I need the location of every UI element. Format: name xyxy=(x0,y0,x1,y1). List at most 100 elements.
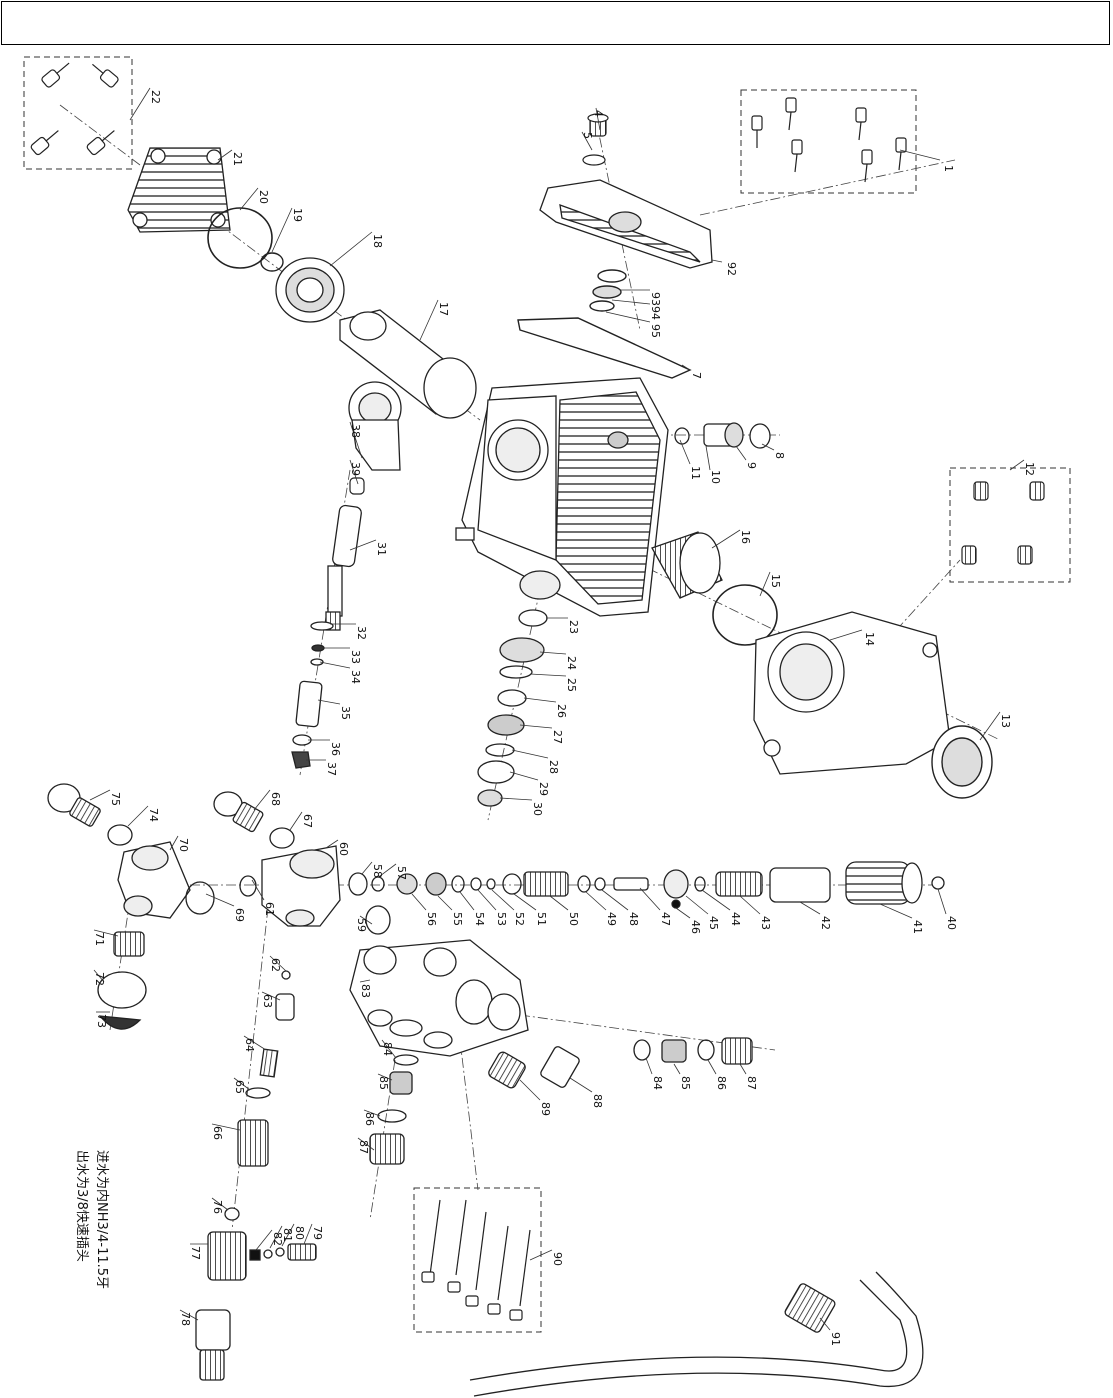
part-label-44: 44 xyxy=(729,912,742,926)
crankshaft-17 xyxy=(339,309,477,419)
part-label-19: 19 xyxy=(291,208,304,222)
part-label-13: 13 xyxy=(999,714,1012,728)
part-label-4: 4 xyxy=(592,110,605,117)
part-label-17: 17 xyxy=(437,302,450,316)
part-label-66: 66 xyxy=(211,1126,224,1140)
part-label-20: 20 xyxy=(257,190,270,204)
part-label-40: 40 xyxy=(945,916,958,930)
hose-91 xyxy=(469,1271,924,1397)
part-label-29: 29 xyxy=(537,782,550,796)
part-label-7: 7 xyxy=(690,372,703,379)
part-label-53: 53 xyxy=(495,912,508,926)
part-label-54: 54 xyxy=(473,912,486,926)
gasket-7 xyxy=(517,317,692,379)
part-label-87: 87 xyxy=(357,1140,370,1154)
part-label-79: 79 xyxy=(311,1226,324,1240)
part-label-18: 18 xyxy=(371,234,384,248)
part-label-12: 12 xyxy=(1023,462,1036,476)
part-label-64: 64 xyxy=(243,1038,256,1052)
part-label-38: 38 xyxy=(349,424,362,438)
part-label-62: 62 xyxy=(269,958,282,972)
part-label-67: 67 xyxy=(301,814,314,828)
part-label-27: 27 xyxy=(551,730,564,744)
part-label-83: 83 xyxy=(359,984,372,998)
part-label-42: 42 xyxy=(819,916,832,930)
part-label-58: 58 xyxy=(371,864,384,878)
part-label-90: 90 xyxy=(551,1252,564,1266)
part-label-77: 77 xyxy=(189,1246,202,1260)
part-label-31: 31 xyxy=(375,542,388,556)
part-label-45: 45 xyxy=(707,916,720,930)
part-label-76: 76 xyxy=(211,1200,224,1214)
part-label-5: 5 xyxy=(581,132,594,139)
part-label-1: 1 xyxy=(942,165,955,172)
part-label-69: 69 xyxy=(233,908,246,922)
oring-20 xyxy=(207,207,273,269)
part-label-56: 56 xyxy=(425,912,438,926)
oring-15 xyxy=(712,584,778,646)
part-label-93: 93 xyxy=(649,292,662,306)
part-label-11: 11 xyxy=(689,466,702,480)
con-rod-38 xyxy=(348,381,402,471)
side-cover-21 xyxy=(127,147,231,233)
part-label-48: 48 xyxy=(627,912,640,926)
part-label-33: 33 xyxy=(349,650,362,664)
bearing-16 xyxy=(651,531,723,599)
part-label-30: 30 xyxy=(531,802,544,816)
unloader-assembly xyxy=(47,783,945,1381)
seals-93-95 xyxy=(589,269,627,312)
part-label-22: 22 xyxy=(149,90,162,104)
bolt-kit-box-1 xyxy=(740,89,917,194)
part-label-85: 85 xyxy=(377,1076,390,1090)
part-label-34: 34 xyxy=(349,670,362,684)
part-label-60: 60 xyxy=(337,842,350,856)
part-label-41: 41 xyxy=(911,920,924,934)
oil-seal-13 xyxy=(931,725,993,799)
part-label-43: 43 xyxy=(759,916,772,930)
valve-stack-left xyxy=(369,1046,580,1165)
bearing-18 xyxy=(275,257,345,323)
part-label-25: 25 xyxy=(565,678,578,692)
part-label-59: 59 xyxy=(355,918,368,932)
part-label-50: 50 xyxy=(567,912,580,926)
manifold-83 xyxy=(349,939,529,1057)
part-label-47: 47 xyxy=(659,912,672,926)
part-label-39: 39 xyxy=(349,462,362,476)
part-label-24: 24 xyxy=(565,656,578,670)
part-label-23: 23 xyxy=(567,620,580,634)
part-label-71: 71 xyxy=(93,932,106,946)
part-label-85r: 85 xyxy=(679,1076,692,1090)
part-label-78: 78 xyxy=(179,1312,192,1326)
pump-crankcase xyxy=(455,377,669,617)
part-label-81: 81 xyxy=(281,1228,294,1242)
bolt-kit-box-12 xyxy=(949,467,1071,583)
part-label-84: 84 xyxy=(381,1042,394,1056)
notes: 进水为内NH3/4-11.5牙 出水为3/8快速插头 xyxy=(74,1150,110,1289)
sight-glass-parts xyxy=(674,422,771,449)
part-label-32: 32 xyxy=(355,626,368,640)
bolts-22 xyxy=(30,62,119,156)
leader-lines xyxy=(89,87,1025,1331)
part-label-72: 72 xyxy=(93,972,106,986)
part-label-70: 70 xyxy=(177,838,190,852)
part-label-84r: 84 xyxy=(651,1076,664,1090)
bolts-12 xyxy=(961,481,1045,565)
plunger-parts-32-37 xyxy=(291,621,334,769)
part-label-75: 75 xyxy=(109,792,122,806)
part-label-89: 89 xyxy=(539,1102,552,1116)
circlip-19 xyxy=(260,252,284,272)
part-label-95: 95 xyxy=(649,324,662,338)
part-label-46: 46 xyxy=(689,920,702,934)
part-label-86: 86 xyxy=(363,1112,376,1126)
part-label-49: 49 xyxy=(605,912,618,926)
part-label-14: 14 xyxy=(863,632,876,646)
oil-plug xyxy=(582,113,609,166)
rear-cover xyxy=(539,179,713,269)
part-label-63: 63 xyxy=(261,994,274,1008)
part-label-26: 26 xyxy=(555,704,568,718)
part-label-9: 9 xyxy=(745,462,758,469)
part-label-94: 94 xyxy=(649,306,662,320)
part-label-88: 88 xyxy=(591,1094,604,1108)
